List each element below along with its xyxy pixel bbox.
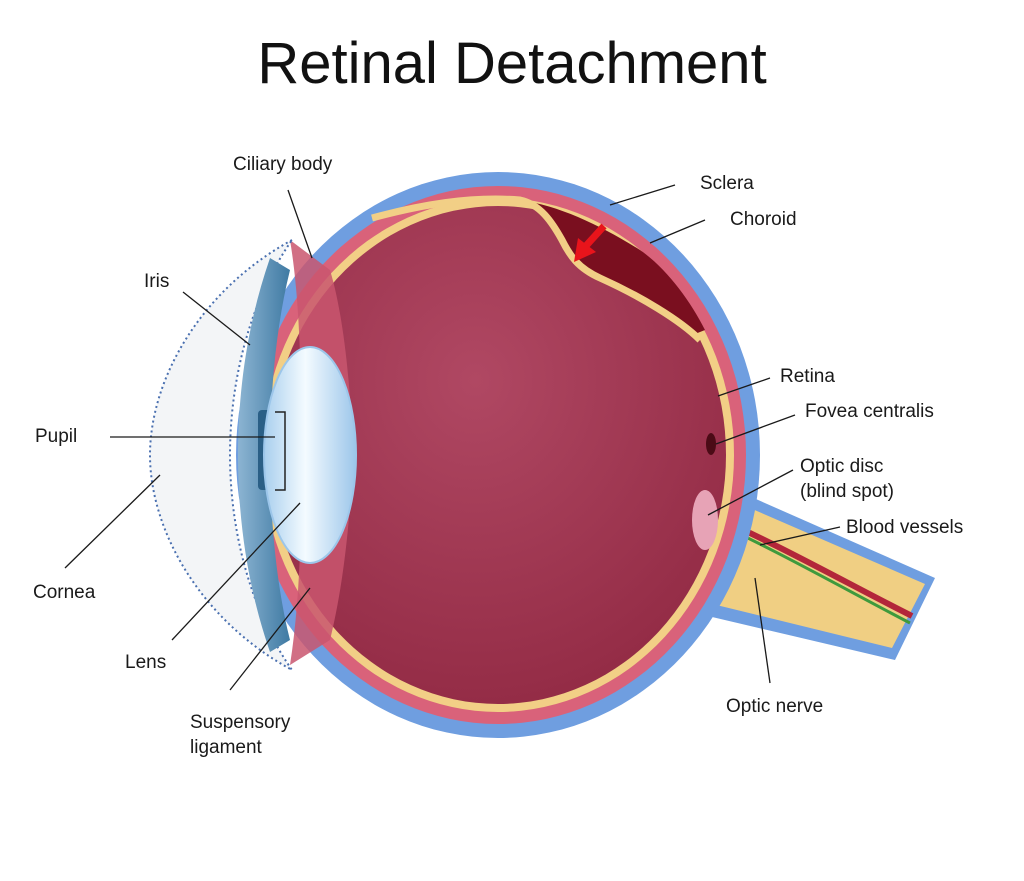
label-optic-disc-line2: (blind spot) — [800, 481, 894, 502]
label-optic-nerve: Optic nerve — [726, 696, 824, 717]
label-optic-disc-line1: Optic disc — [800, 456, 884, 477]
lens — [263, 346, 357, 564]
detachment-arrow — [574, 223, 607, 262]
diagram-title: Retinal Detachment — [257, 31, 767, 96]
cornea — [148, 239, 293, 671]
label-lens: Lens — [125, 652, 167, 673]
label-choroid: Choroid — [730, 209, 797, 230]
optic-disc — [692, 490, 718, 550]
vitreous-body — [270, 206, 726, 704]
label-fovea-centralis: Fovea centralis — [805, 401, 934, 422]
label-retina: Retina — [780, 366, 835, 387]
label-iris: Iris — [144, 271, 170, 292]
label-pupil: Pupil — [35, 426, 78, 447]
label-suspensory-ligament-line1: Suspensory — [190, 712, 291, 733]
detached-retina-line — [371, 195, 703, 343]
label-sclera: Sclera — [700, 173, 754, 194]
fovea-centralis — [706, 433, 716, 455]
label-optic-disc: Optic disc (blind spot) — [800, 454, 894, 504]
label-ciliary-body: Ciliary body — [233, 154, 333, 175]
leader-lines — [64, 184, 841, 691]
label-suspensory-ligament: Suspensory ligament — [190, 710, 290, 760]
label-cornea: Cornea — [33, 582, 96, 603]
label-suspensory-ligament-line2: ligament — [190, 737, 262, 758]
retinal-detachment — [520, 200, 705, 334]
pupil-bracket — [275, 411, 286, 491]
label-blood-vessels: Blood vessels — [846, 517, 964, 538]
